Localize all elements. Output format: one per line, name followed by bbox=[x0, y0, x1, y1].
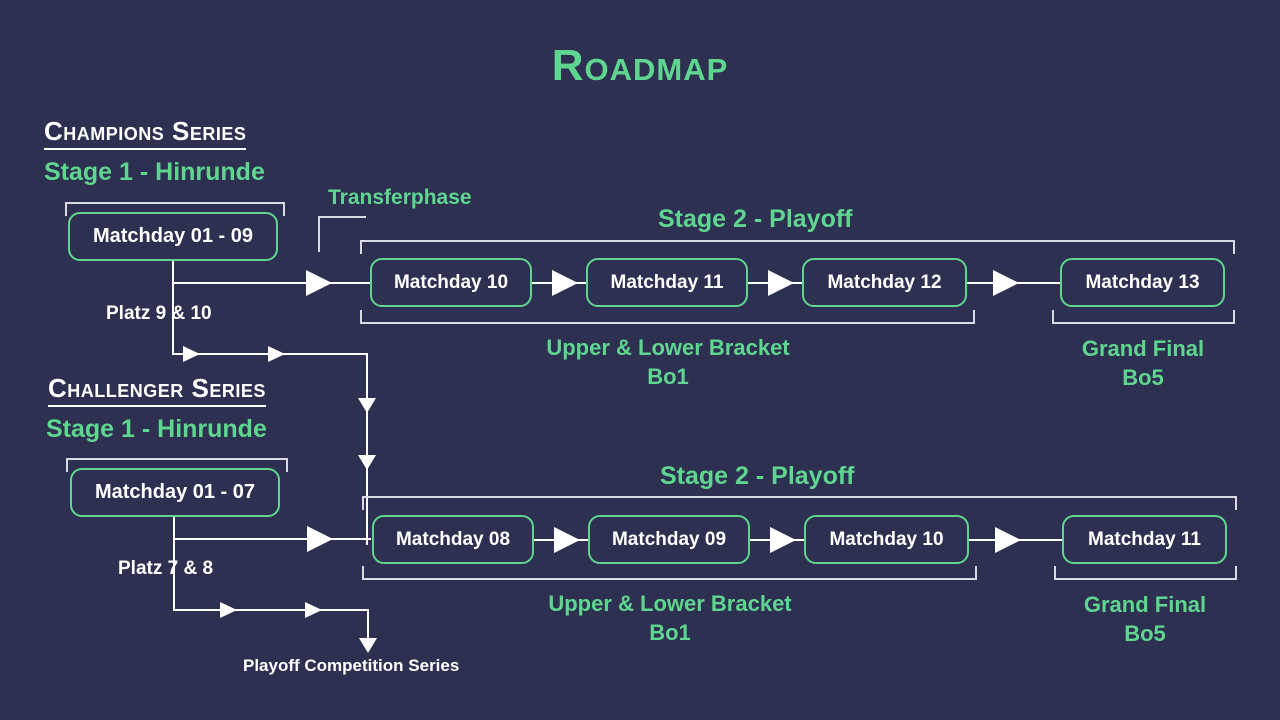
challenger-bracket-caption-line2: Bo1 bbox=[649, 620, 691, 646]
challenger-to-playoff-line bbox=[173, 538, 313, 540]
challenger-bracket-stage-bottom bbox=[362, 566, 977, 580]
champions-to-playoff-line bbox=[172, 282, 312, 284]
challenger-relegation-right bbox=[173, 609, 369, 611]
champions-stage1-bracket bbox=[65, 202, 285, 216]
challenger-connector-1a bbox=[534, 539, 556, 541]
champions-connector-2b bbox=[792, 282, 802, 284]
champions-final-caption-line2: Bo5 bbox=[1122, 365, 1164, 391]
relegation-drop-arrow-2 bbox=[358, 455, 376, 470]
champions-connector-2a bbox=[748, 282, 770, 284]
champions-box-down-stub bbox=[172, 261, 174, 283]
relegation-drop-arrow-1 bbox=[358, 398, 376, 413]
challenger-series-heading-wrap: Challenger Series bbox=[48, 373, 266, 407]
champions-bracket-caption-line1: Upper & Lower Bracket bbox=[546, 335, 790, 360]
challenger-connector-3b bbox=[1019, 539, 1064, 541]
champions-connector-1b bbox=[576, 282, 586, 284]
challenger-final-caption: Grand Final Bo5 bbox=[1045, 590, 1245, 648]
challenger-relegation-arrow-2 bbox=[305, 602, 322, 618]
champions-final-caption: Grand Final Bo5 bbox=[1043, 334, 1243, 392]
transferphase-label: Transferphase bbox=[328, 186, 472, 209]
challenger-to-playoff-arrow bbox=[307, 526, 333, 552]
champions-stage1-box[interactable]: Matchday 01 - 09 bbox=[68, 212, 278, 261]
challenger-playoff-box-3[interactable]: Matchday 10 bbox=[804, 515, 969, 564]
champions-relegation-arrow-2 bbox=[268, 346, 285, 362]
champions-arrow-1 bbox=[552, 270, 578, 296]
challenger-bracket-caption: Upper & Lower Bracket Bo1 bbox=[470, 589, 870, 647]
challenger-connector-2b bbox=[794, 539, 804, 541]
champions-series-heading: Champions Series bbox=[44, 116, 247, 150]
challenger-relegation-arrow-1 bbox=[220, 602, 237, 618]
champions-stage1-label: Stage 1 - Hinrunde bbox=[44, 158, 265, 186]
challenger-playoff-box-2[interactable]: Matchday 09 bbox=[588, 515, 750, 564]
challenger-relegation-down bbox=[173, 538, 175, 610]
champions-relegation-down bbox=[172, 282, 174, 354]
challenger-stage2-label: Stage 2 - Playoff bbox=[660, 462, 855, 490]
challenger-relegation-label: Platz 7 & 8 bbox=[118, 558, 214, 579]
challenger-playoff-box-1[interactable]: Matchday 08 bbox=[372, 515, 534, 564]
challenger-connector-2a bbox=[750, 539, 772, 541]
challenger-arrow-3 bbox=[995, 527, 1021, 553]
transferphase-bracket bbox=[318, 216, 366, 252]
champions-playoff-box-1[interactable]: Matchday 10 bbox=[370, 258, 532, 307]
challenger-playoff-box-4[interactable]: Matchday 11 bbox=[1062, 515, 1227, 564]
pcs-drop-arrow bbox=[359, 638, 377, 653]
champions-playoff-box-4[interactable]: Matchday 13 bbox=[1060, 258, 1225, 307]
champions-connector-1a bbox=[532, 282, 554, 284]
pcs-drop-line bbox=[367, 609, 369, 645]
challenger-stage1-label: Stage 1 - Hinrunde bbox=[46, 415, 267, 443]
challenger-series-heading: Challenger Series bbox=[48, 373, 266, 407]
champions-connector-3b bbox=[1017, 282, 1062, 284]
challenger-bracket-caption-line1: Upper & Lower Bracket bbox=[548, 591, 792, 616]
champions-stage2-label: Stage 2 - Playoff bbox=[658, 205, 853, 233]
champions-arrow-3 bbox=[993, 270, 1019, 296]
champions-relegation-label: Platz 9 & 10 bbox=[106, 303, 212, 324]
challenger-to-playoff-line-2 bbox=[331, 538, 371, 540]
champions-playoff-box-3[interactable]: Matchday 12 bbox=[802, 258, 967, 307]
champions-bracket-caption-line2: Bo1 bbox=[647, 364, 689, 390]
challenger-final-caption-line2: Bo5 bbox=[1124, 621, 1166, 647]
challenger-stage1-box[interactable]: Matchday 01 - 07 bbox=[70, 468, 280, 517]
relegation-drop-line bbox=[366, 353, 368, 545]
champions-to-playoff-line-2 bbox=[330, 282, 370, 284]
challenger-playoff-top-bracket bbox=[362, 496, 1237, 510]
challenger-arrow-2 bbox=[770, 527, 796, 553]
challenger-box-down-stub bbox=[173, 517, 175, 539]
champions-relegation-arrow-1 bbox=[183, 346, 200, 362]
champions-final-bottom-bracket bbox=[1052, 310, 1235, 324]
champions-connector-3a bbox=[967, 282, 995, 284]
challenger-connector-3a bbox=[969, 539, 997, 541]
challenger-connector-1b bbox=[578, 539, 588, 541]
page-title: Roadmap bbox=[551, 41, 729, 90]
champions-playoff-box-2[interactable]: Matchday 11 bbox=[586, 258, 748, 307]
champions-series-heading-wrap: Champions Series bbox=[44, 116, 247, 150]
challenger-stage1-bracket bbox=[66, 458, 288, 472]
champions-to-playoff-arrow bbox=[306, 270, 332, 296]
challenger-final-bottom-bracket bbox=[1054, 566, 1237, 580]
champions-arrow-2 bbox=[768, 270, 794, 296]
challenger-final-caption-line1: Grand Final bbox=[1083, 592, 1207, 617]
champions-bracket-caption: Upper & Lower Bracket Bo1 bbox=[468, 333, 868, 391]
champions-final-caption-line1: Grand Final bbox=[1081, 336, 1205, 361]
playoff-competition-series-label: Playoff Competition Series bbox=[243, 656, 460, 675]
champions-playoff-top-bracket bbox=[360, 240, 1235, 254]
champions-bracket-stage-bottom bbox=[360, 310, 975, 324]
challenger-arrow-1 bbox=[554, 527, 580, 553]
